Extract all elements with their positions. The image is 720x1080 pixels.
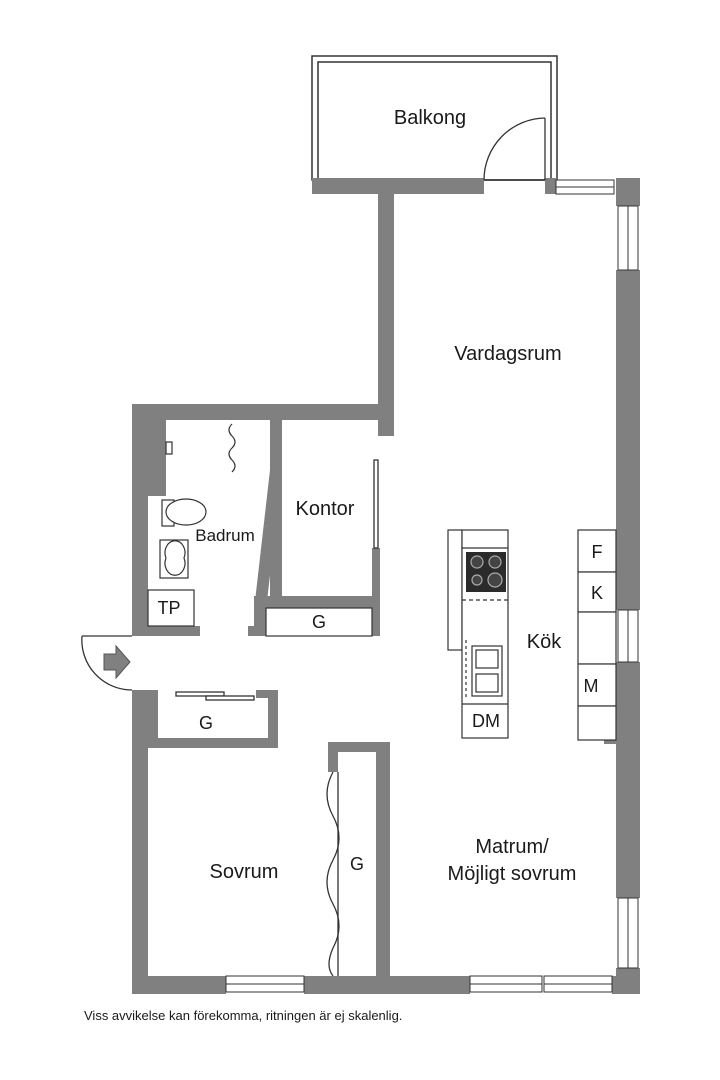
entrance-arrow-icon xyxy=(103,644,131,680)
stove-icon xyxy=(466,552,506,592)
microwave-label: M xyxy=(584,676,599,696)
kitchen-appliances xyxy=(577,529,617,741)
kitchen-label: Kök xyxy=(527,631,562,653)
dining-label-line2: Möjligt sovrum xyxy=(448,863,577,885)
hall-wardrobe-label: G xyxy=(199,713,213,733)
fridge-label: F xyxy=(592,542,603,562)
laundry-label: TP xyxy=(157,598,180,618)
dishwasher-label: DM xyxy=(472,711,500,731)
doors xyxy=(81,117,546,977)
windows xyxy=(225,179,639,993)
freezer-label: K xyxy=(591,583,603,603)
bathroom-fixtures xyxy=(147,423,236,627)
disclaimer-text: Viss avvikelse kan förekomma, ritningen … xyxy=(84,1008,403,1023)
living-room-label: Vardagsrum xyxy=(454,343,561,365)
office-wardrobe xyxy=(265,607,373,637)
walls xyxy=(132,178,640,994)
bedroom-wardrobe-label: G xyxy=(350,854,364,874)
bathroom-label: Badrum xyxy=(195,526,255,545)
dining-label-line1: Matrum/ xyxy=(475,836,549,858)
office-label: Kontor xyxy=(296,498,355,520)
bedroom-label: Sovrum xyxy=(210,861,279,883)
office-wardrobe-label: G xyxy=(312,612,326,632)
balcony-label: Balkong xyxy=(394,107,466,129)
